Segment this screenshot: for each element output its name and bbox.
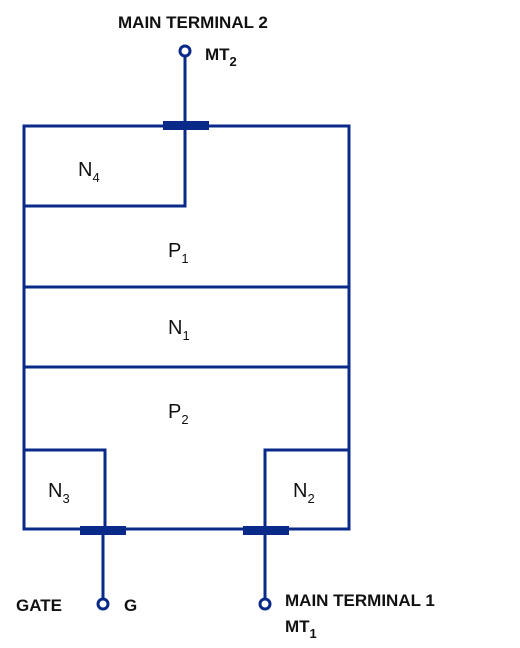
n3-region-boundary <box>24 448 107 529</box>
n3-region-label: N3 <box>48 480 70 506</box>
n2-region-label: N2 <box>293 480 315 506</box>
p2-region-label: P2 <box>168 401 189 427</box>
mt2-terminal-dot <box>178 44 192 58</box>
mt1-terminal-symbol: MT1 <box>285 617 317 641</box>
n2-region-boundary <box>263 448 349 529</box>
mt2-contact <box>163 121 209 130</box>
p1-region-label: P1 <box>168 240 189 266</box>
gate-terminal-symbol: G <box>124 596 137 615</box>
n1-region-label: N1 <box>168 317 190 343</box>
mt1-terminal-name: MAIN TERMINAL 1 <box>285 591 435 610</box>
gate-terminal-dot <box>96 597 110 611</box>
gate-contact <box>80 526 126 535</box>
n4-region-boundary <box>24 126 187 208</box>
mt1-terminal-dot <box>258 597 272 611</box>
mt1-contact <box>243 526 289 535</box>
mt2-terminal-symbol: MT2 <box>205 45 237 69</box>
gate-terminal-name: GATE <box>16 596 62 615</box>
mt2-terminal-name: MAIN TERMINAL 2 <box>118 13 268 32</box>
n4-region-label: N4 <box>78 159 100 185</box>
